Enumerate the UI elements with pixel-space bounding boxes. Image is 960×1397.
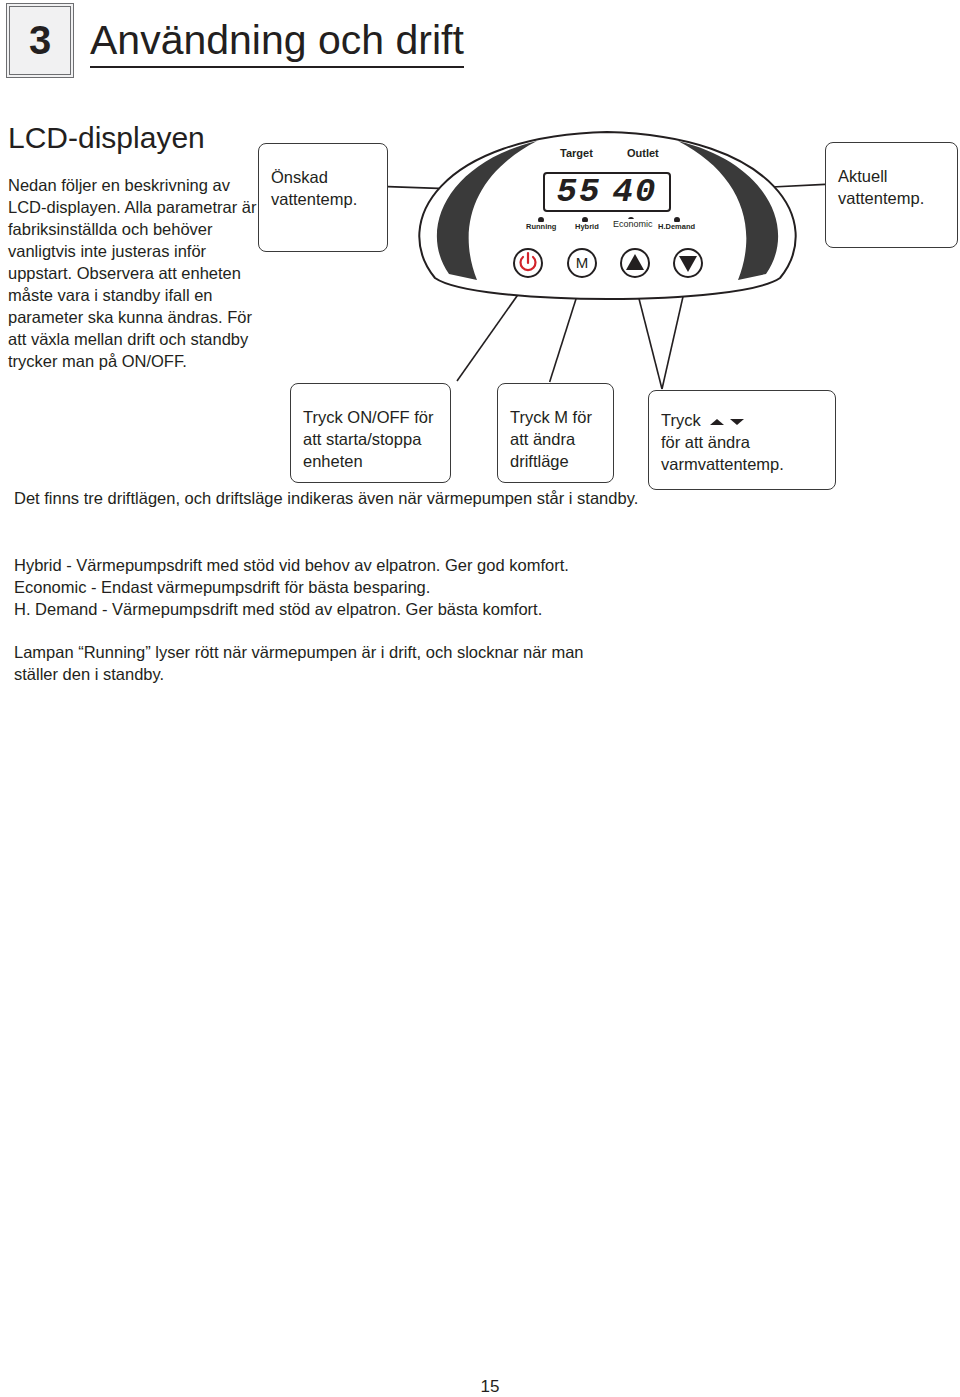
callout-text: Tryck	[661, 411, 701, 429]
button-label: M	[576, 255, 589, 271]
section-heading: LCD-displayen	[8, 120, 308, 156]
up-triangle-icon	[710, 419, 724, 425]
panel-label: Hybrid	[575, 222, 599, 232]
panel-label: Outlet	[627, 147, 659, 160]
callout-box: Tryck M för att ändra driftläge	[497, 383, 614, 483]
callout-box: Tryck ON/OFF för att starta/stoppa enhet…	[290, 383, 451, 483]
panel-label: H.Demand	[658, 222, 695, 232]
callout-text: Tryck M för att ändra driftläge	[510, 406, 601, 472]
body-text: Lampan “Running” lyser rött när värmepum…	[14, 641, 624, 685]
down-button	[674, 249, 702, 277]
power-symbol	[527, 253, 529, 263]
callout-text: Önskad vattentemp.	[271, 166, 375, 210]
up-button	[621, 249, 649, 277]
body-text: Det finns tre driftlägen, och driftsläge…	[14, 487, 639, 509]
callout-box: Aktuell vattentemp.	[825, 142, 958, 248]
tryck-node: Tryck för att ändra varmvattentemp.	[648, 390, 836, 490]
lcd-node: 55 40	[543, 172, 671, 212]
callout-text: Aktuell vattentemp.	[838, 165, 945, 209]
chapter-number: 3	[29, 18, 51, 63]
body-text: Nedan följer en beskrivning av LCD-displ…	[8, 174, 270, 372]
down-triangle-icon	[730, 419, 744, 425]
arrow-icons	[707, 416, 747, 428]
panel-label: Running	[526, 222, 556, 232]
callout-box: Önskad vattentemp.	[258, 143, 388, 252]
lcd-digits: 55	[557, 174, 602, 210]
page-number: 15	[470, 1376, 510, 1397]
control-panel-outline	[405, 128, 810, 304]
panel-right-band	[678, 141, 778, 280]
down-triangle	[679, 256, 697, 272]
panel-node: Target OutletRunning Hybrid Economic H.Deman…	[405, 128, 810, 304]
page-title: Användning och drift	[90, 16, 464, 68]
up-triangle	[626, 254, 644, 270]
power-button	[514, 249, 542, 277]
panel-left-band	[437, 141, 537, 280]
callout-text: Tryck ON/OFF för att starta/stoppa enhet…	[303, 406, 438, 472]
panel-body	[419, 132, 795, 299]
callout-text: för att ändra varmvattentemp.	[661, 431, 823, 475]
callout-line: Tryck	[661, 409, 823, 431]
mbtn-node: M	[567, 248, 597, 278]
body-text: Hybrid - Värmepumpsdrift med stöd vid be…	[14, 554, 714, 576]
body-text: Economic - Endast värmepumpsdrift för bä…	[14, 576, 714, 598]
panel-label: Economic	[613, 219, 653, 230]
body-text: H. Demand - Värmepumpsdrift med stöd av …	[14, 598, 714, 620]
lcd-digits: 40	[613, 174, 658, 210]
chapter-node: 3	[6, 3, 74, 78]
panel-label: Target	[560, 147, 593, 160]
